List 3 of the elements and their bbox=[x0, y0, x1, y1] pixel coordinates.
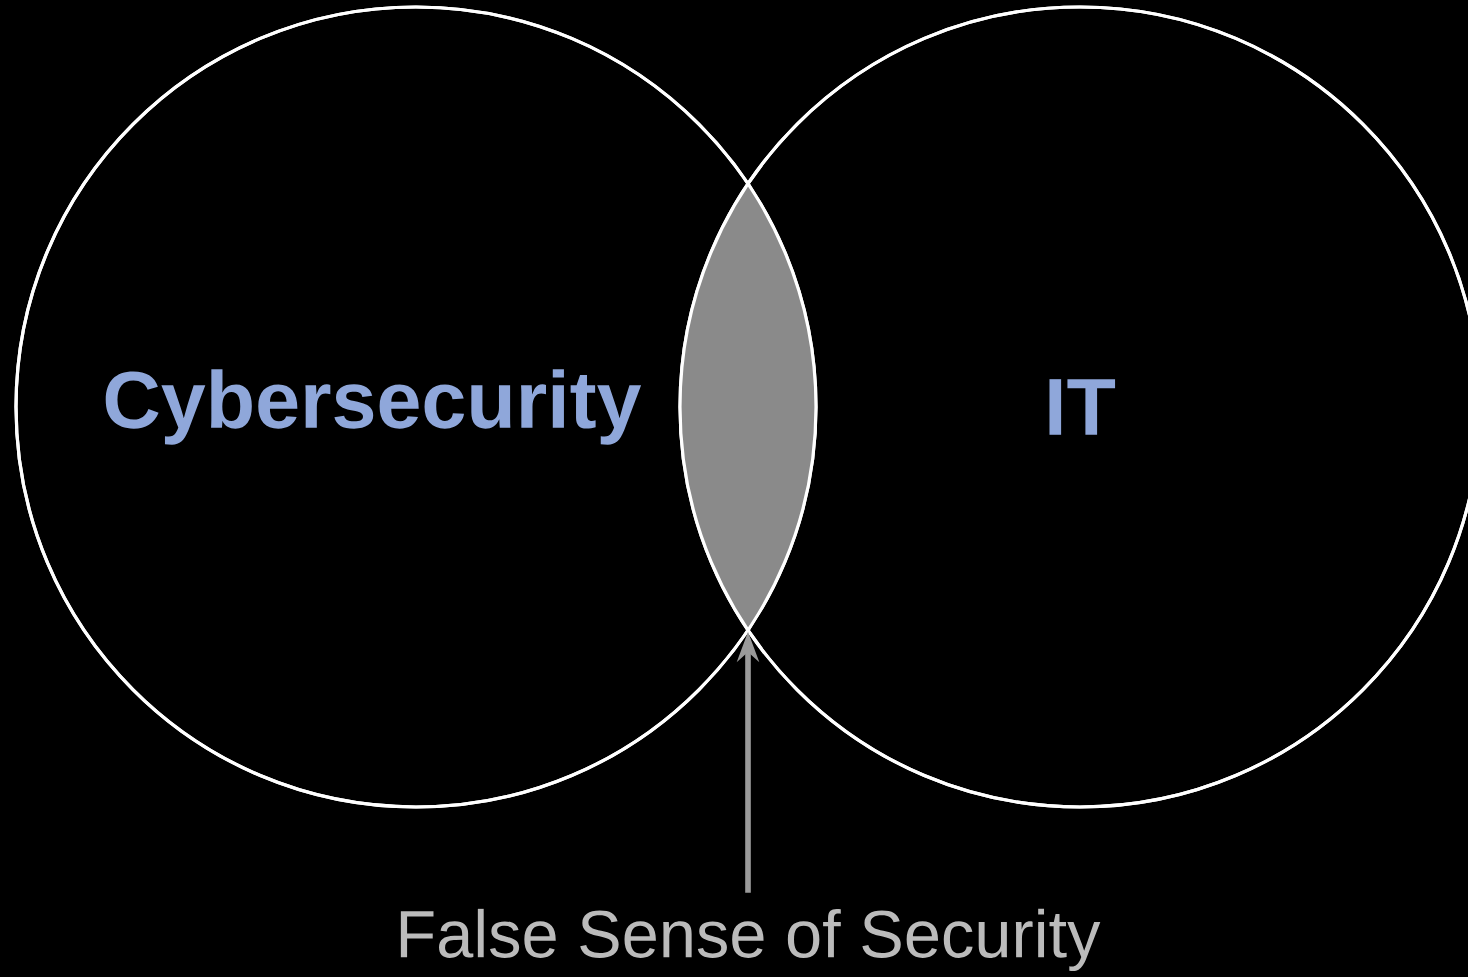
node-label: IT bbox=[1049, 379, 1116, 435]
node-label: Cybersecurity bbox=[105, 369, 642, 445]
caption-text: False Sense of Security bbox=[400, 908, 1101, 972]
